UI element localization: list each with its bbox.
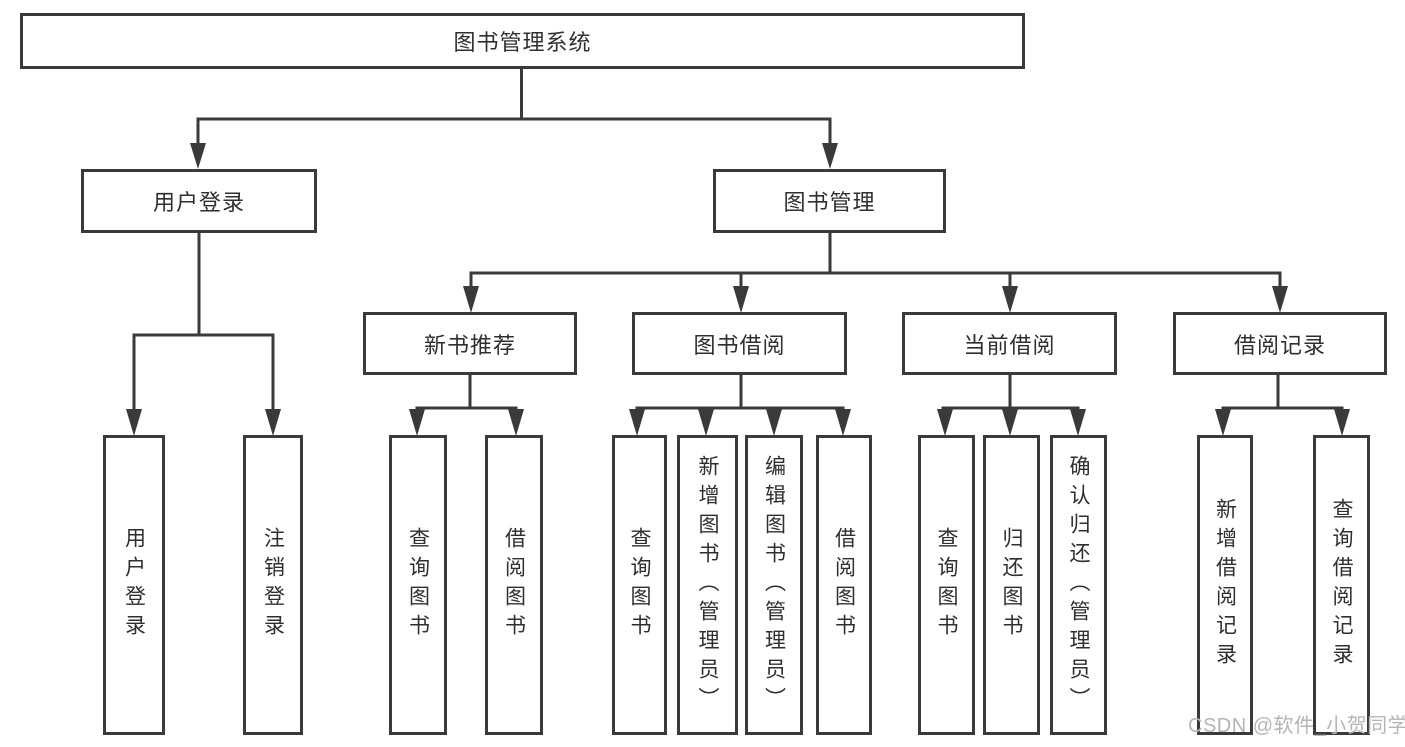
node-root-label: 图书管理系统	[453, 30, 592, 55]
leaf-borrow-books-2-label: 借阅图书	[832, 527, 856, 643]
leaf-confirm-return-admin-label: 确认归还（管理员）	[1067, 454, 1090, 716]
leaf-add-books-admin-label: 新增图书（管理员）	[696, 454, 719, 716]
leaf-query-books-2: 查询图书	[612, 435, 667, 735]
leaf-query-borrow-record: 查询借阅记录	[1313, 435, 1370, 735]
leaf-user-login: 用户登录	[103, 435, 165, 735]
node-current-borrowing-label: 当前借阅	[963, 332, 1056, 358]
leaf-add-borrow-record: 新增借阅记录	[1197, 435, 1253, 735]
leaf-query-books-3: 查询图书	[918, 435, 975, 735]
node-book-borrowing: 图书借阅	[632, 312, 847, 375]
csdn-watermark: CSDN @软件_小贺同学	[1188, 715, 1405, 737]
leaf-user-login-label: 用户登录	[122, 527, 146, 643]
node-borrowing-records-label: 借阅记录	[1233, 332, 1326, 358]
node-new-book-recommend-label: 新书推荐	[423, 332, 516, 358]
leaf-confirm-return-admin: 确认归还（管理员）	[1050, 435, 1107, 735]
node-book-management-label: 图书管理	[783, 190, 876, 215]
leaf-query-books-1-label: 查询图书	[406, 527, 430, 643]
node-book-borrowing-label: 图书借阅	[693, 332, 786, 358]
leaf-add-borrow-record-label: 新增借阅记录	[1213, 498, 1237, 672]
leaf-borrow-books-2: 借阅图书	[816, 435, 872, 735]
node-user-login: 用户登录	[81, 169, 317, 233]
leaf-borrow-books-1: 借阅图书	[485, 435, 543, 735]
node-new-book-recommend: 新书推荐	[363, 312, 577, 375]
leaf-query-books-3-label: 查询图书	[935, 527, 958, 643]
node-borrowing-records: 借阅记录	[1173, 312, 1387, 375]
leaf-return-books-label: 归还图书	[1000, 527, 1023, 643]
node-user-login-label: 用户登录	[152, 190, 245, 215]
node-root: 图书管理系统	[20, 13, 1025, 69]
leaf-add-books-admin: 新增图书（管理员）	[677, 435, 738, 735]
leaf-query-books-2-label: 查询图书	[628, 527, 651, 643]
leaf-borrow-books-1-label: 借阅图书	[502, 527, 526, 643]
leaf-query-borrow-record-label: 查询借阅记录	[1330, 498, 1353, 672]
leaf-logout: 注销登录	[243, 435, 303, 735]
leaf-edit-books-admin-label: 编辑图书（管理员）	[762, 454, 786, 716]
leaf-edit-books-admin: 编辑图书（管理员）	[745, 435, 803, 735]
leaf-logout-label: 注销登录	[261, 527, 285, 643]
leaf-return-books: 归还图书	[983, 435, 1040, 735]
node-current-borrowing: 当前借阅	[902, 312, 1117, 375]
leaf-query-books-1: 查询图书	[389, 435, 447, 735]
node-book-management: 图书管理	[713, 169, 946, 233]
